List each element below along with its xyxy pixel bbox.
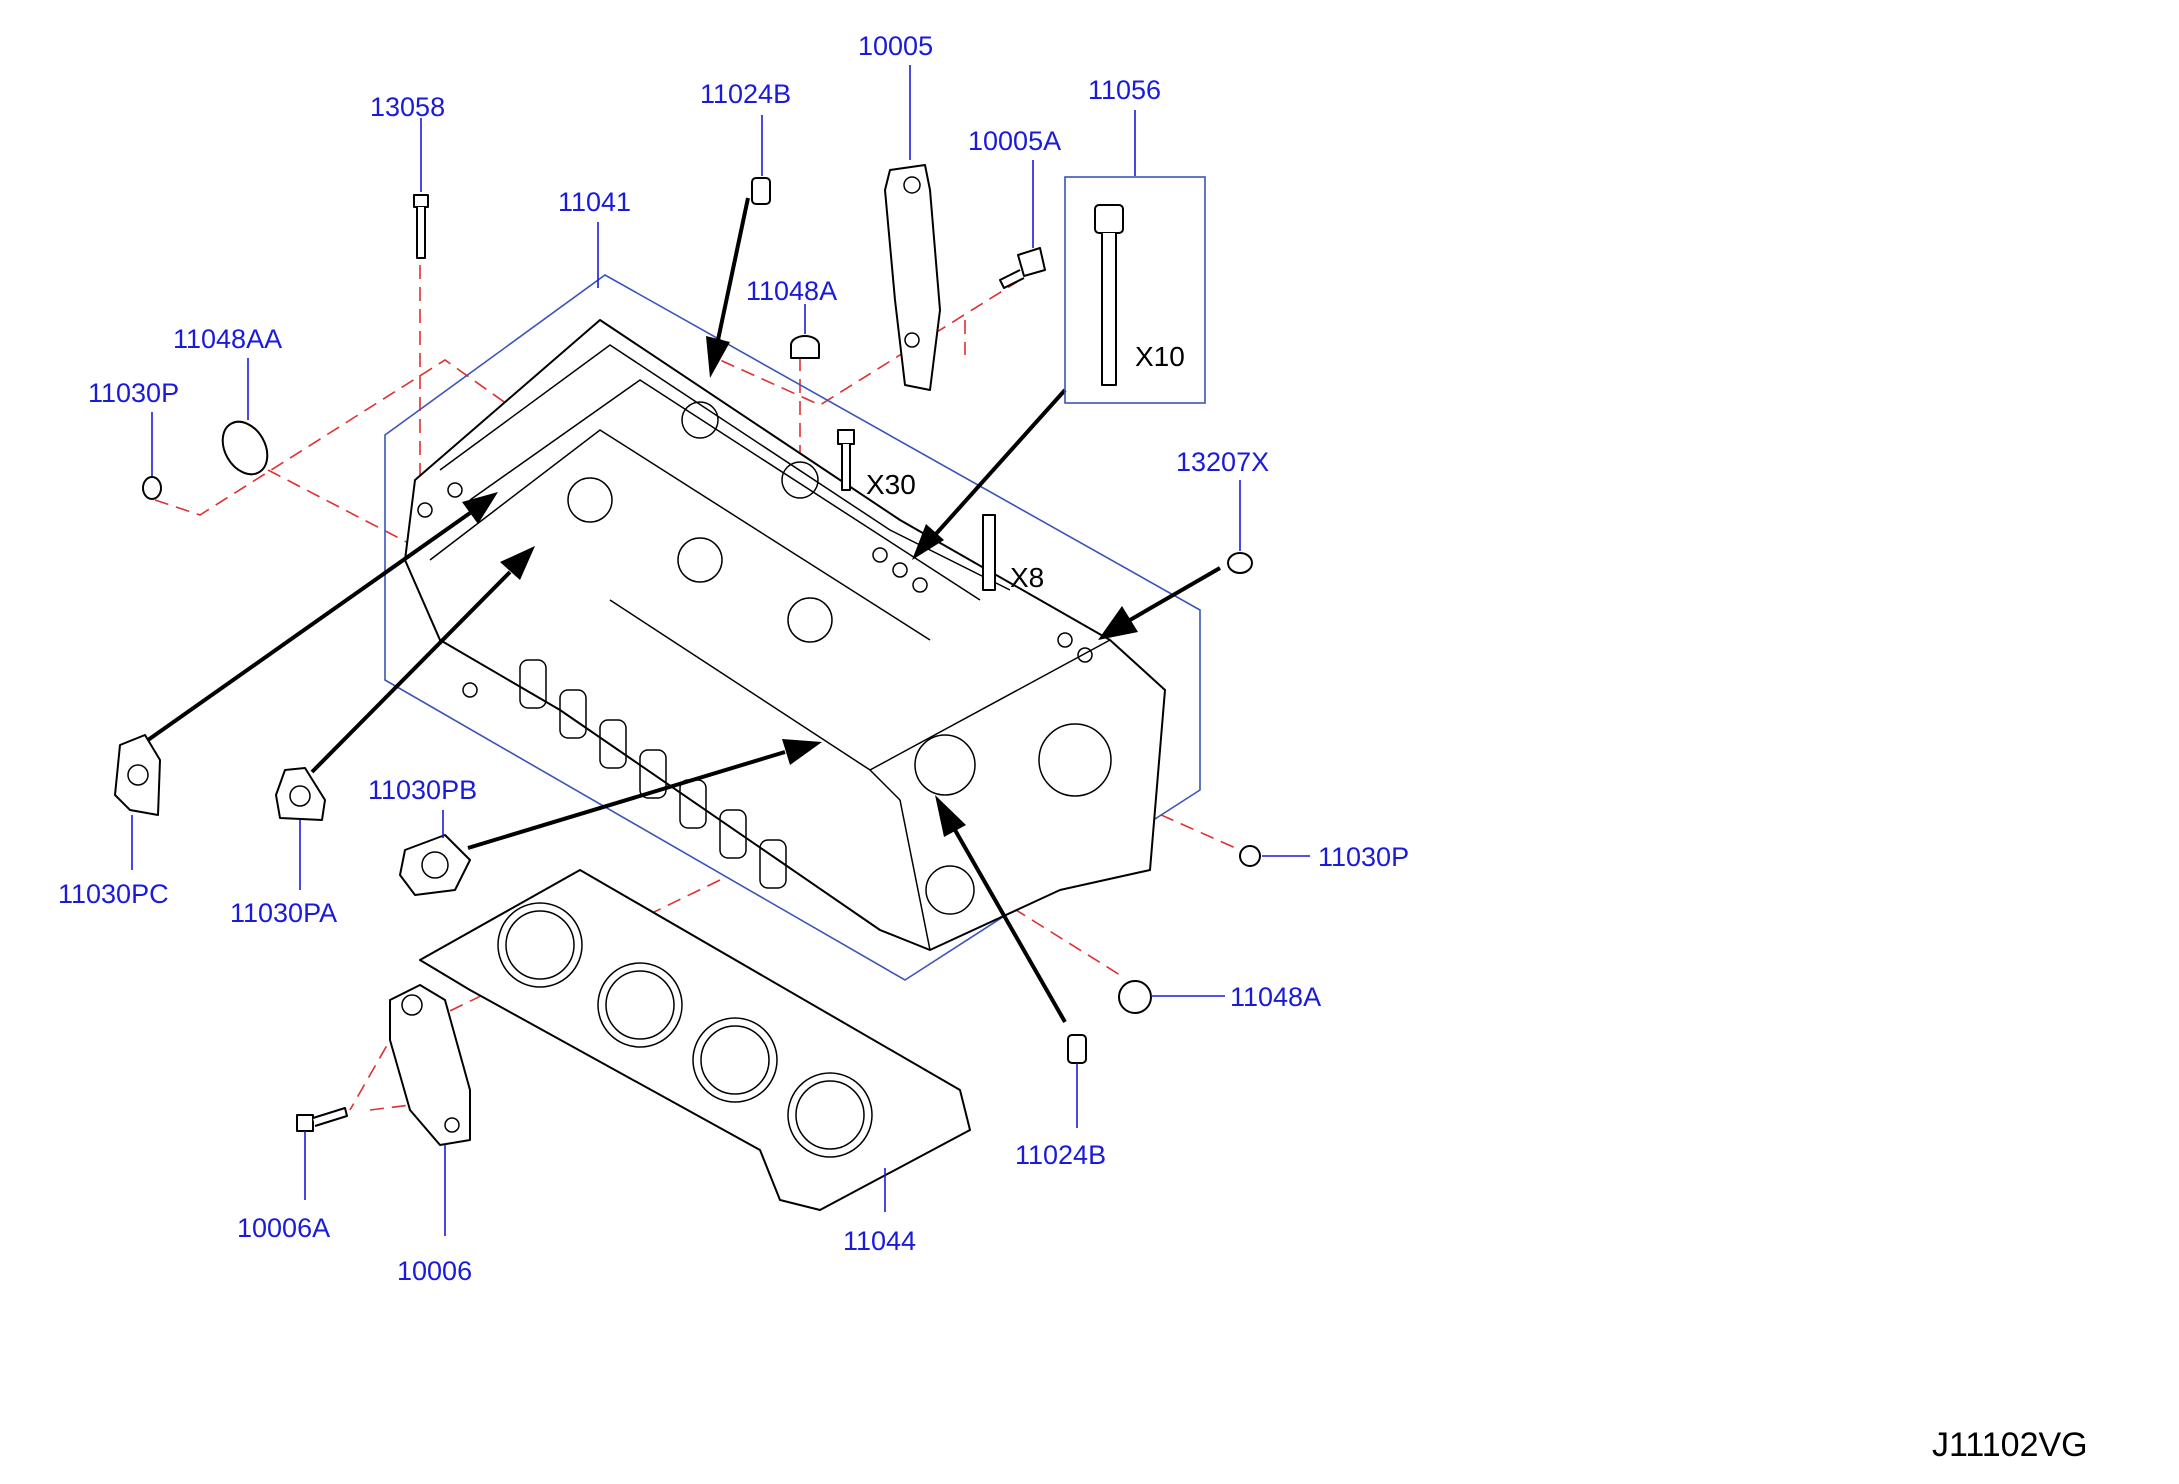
qty-x8: X8 (1010, 562, 1044, 593)
label-11048a-bottom: 11048A (1230, 982, 1321, 1012)
cap-11030P-right-drawing (1239, 845, 1261, 867)
head-gasket-drawing (419, 869, 971, 1211)
bolt-10006A-drawing (296, 1107, 348, 1132)
label-11030p-left: 11030P (88, 378, 179, 408)
plug-11048A-bottom-drawing (1118, 980, 1152, 1014)
stud-x8-drawing (982, 514, 996, 591)
diagram-code: J11102VG (1932, 1426, 2088, 1464)
label-10005a: 10005A (968, 126, 1061, 156)
label-10005: 10005 (858, 31, 933, 61)
qty-x30: X30 (866, 469, 916, 500)
qty-x10: X10 (1135, 341, 1185, 372)
bracket-10005-drawing (884, 164, 941, 391)
dowel-11024B-top-drawing (751, 177, 771, 205)
label-11030p-right: 11030P (1318, 842, 1409, 872)
cover-11030PC-drawing (114, 734, 161, 816)
label-11048aa: 11048AA (173, 324, 282, 354)
cover-11030PB-drawing (399, 834, 471, 896)
callout-labels: 13058 11024B 10005 10005A 11056 11041 11… (58, 31, 1409, 1286)
leader-lines (131, 65, 1310, 1236)
pointer-arrows (146, 197, 1222, 1023)
label-11024b-bottom: 11024B (1015, 1140, 1106, 1170)
dowel-11024B-bottom-drawing (1067, 1034, 1087, 1064)
bracket-10006-drawing (389, 984, 471, 1146)
seal-13207X-drawing (1227, 552, 1253, 574)
bolt-10005A-drawing (999, 247, 1046, 289)
label-11030pc: 11030PC (58, 879, 169, 909)
label-11030pb: 11030PB (368, 775, 477, 805)
cover-11030PA-drawing (275, 767, 326, 821)
label-10006: 10006 (397, 1256, 472, 1286)
label-11044: 11044 (843, 1226, 916, 1256)
label-10006a: 10006A (237, 1213, 330, 1243)
label-13207x: 13207X (1176, 447, 1269, 477)
assembly-boundary (384, 274, 1201, 981)
bolt-11056-drawing (1094, 204, 1124, 386)
label-13058: 13058 (370, 92, 445, 122)
cap-11030P-left-drawing (142, 476, 162, 500)
cylinder-head-drawing (404, 319, 1166, 951)
plug-11048AA-drawing (221, 420, 269, 476)
label-11048a-top: 11048A (746, 276, 837, 306)
quantity-labels: X10 X30 X8 (866, 341, 1185, 593)
label-11056: 11056 (1088, 75, 1161, 105)
label-11024b-top: 11024B (700, 79, 791, 109)
label-11041: 11041 (558, 187, 631, 217)
bolt-13058-drawing (413, 194, 429, 259)
label-11030pa: 11030PA (230, 898, 337, 928)
bolt-x30-drawing (837, 429, 855, 491)
plug-11048A-top-drawing (790, 335, 820, 359)
